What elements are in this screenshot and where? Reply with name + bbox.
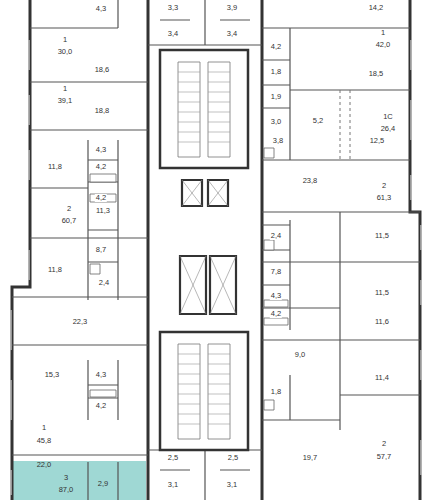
area-label: 2 bbox=[381, 182, 387, 190]
area-label: 23,8 bbox=[302, 177, 319, 185]
area-label: 2 bbox=[381, 440, 387, 448]
area-label: 3,1 bbox=[167, 481, 179, 489]
area-label: 4,3 bbox=[95, 146, 107, 154]
studio-zone-lines bbox=[340, 90, 350, 160]
area-label: 11,5 bbox=[374, 289, 390, 297]
area-label: 2,5 bbox=[227, 454, 239, 462]
area-label: 3,1 bbox=[226, 481, 238, 489]
area-label: 22,0 bbox=[36, 461, 53, 469]
stair-flights bbox=[178, 62, 230, 439]
right-partitions bbox=[262, 28, 420, 430]
area-label: 26,4 bbox=[380, 125, 397, 133]
area-label: 4,3 bbox=[95, 5, 107, 13]
area-label: 2 bbox=[66, 205, 72, 213]
area-label: 1,9 bbox=[270, 93, 282, 101]
area-label: 4,3 bbox=[270, 292, 282, 300]
left-partitions bbox=[12, 0, 148, 500]
area-label: 45,8 bbox=[36, 437, 53, 445]
area-label: 15,3 bbox=[44, 371, 61, 379]
utility-rooms bbox=[148, 0, 262, 500]
area-label: 5,2 bbox=[312, 117, 324, 125]
area-label: 1,8 bbox=[270, 388, 282, 396]
area-label: 18,8 bbox=[94, 107, 111, 115]
area-label: 22,3 bbox=[72, 318, 89, 326]
outer-walls bbox=[12, 0, 420, 500]
area-label: 30,0 bbox=[57, 48, 74, 56]
area-label: 57,7 bbox=[376, 453, 393, 461]
area-label: 4,2 bbox=[270, 43, 282, 51]
area-label: 9,0 bbox=[294, 351, 306, 359]
area-label: 7,8 bbox=[270, 268, 282, 276]
stairwells bbox=[160, 50, 248, 450]
area-label: 11,3 bbox=[95, 207, 111, 215]
area-label: 3 bbox=[63, 474, 69, 482]
stair-steps bbox=[178, 72, 230, 424]
area-label: 3,9 bbox=[226, 4, 238, 12]
area-label: 1 bbox=[380, 29, 386, 37]
sanitary-fixtures bbox=[90, 148, 288, 410]
area-label: 1 bbox=[62, 85, 68, 93]
area-label: 3,8 bbox=[272, 137, 284, 145]
area-label: 60,7 bbox=[61, 217, 78, 225]
area-label: 8,7 bbox=[95, 246, 107, 254]
area-label: 42,0 bbox=[375, 41, 392, 49]
highlighted-apartment bbox=[13, 461, 146, 500]
area-label: 1,8 bbox=[270, 68, 282, 76]
area-label: 87,0 bbox=[58, 486, 75, 494]
area-label: 2,5 bbox=[167, 454, 179, 462]
area-label: 19,7 bbox=[302, 454, 319, 462]
area-label: 2,4 bbox=[98, 279, 110, 287]
area-label: 61,3 bbox=[376, 194, 393, 202]
area-label: 11,6 bbox=[374, 318, 390, 326]
area-label: 3,3 bbox=[167, 4, 179, 12]
area-label: 4,2 bbox=[95, 402, 107, 410]
area-label: 2,9 bbox=[97, 480, 109, 488]
area-label: 39,1 bbox=[57, 97, 74, 105]
area-label: 11,5 bbox=[374, 232, 390, 240]
area-label: 4,2 bbox=[270, 310, 282, 318]
shaft-crosses bbox=[180, 180, 236, 314]
area-label: 11,4 bbox=[374, 374, 390, 382]
area-label: 1 bbox=[41, 424, 47, 432]
area-label: 3,0 bbox=[270, 118, 282, 126]
area-label: 4,2 bbox=[95, 163, 107, 171]
area-label: 2,4 bbox=[270, 232, 282, 240]
area-label: 1С bbox=[382, 113, 394, 121]
area-label: 18,5 bbox=[368, 70, 385, 78]
area-label: 11,8 bbox=[47, 266, 63, 274]
area-label: 14,2 bbox=[368, 4, 385, 12]
area-label: 3,4 bbox=[167, 30, 179, 38]
area-label: 12,5 bbox=[369, 137, 386, 145]
area-label: 1 bbox=[62, 36, 68, 44]
windows bbox=[11, 40, 421, 495]
area-label: 11,8 bbox=[47, 163, 63, 171]
area-label: 4,3 bbox=[95, 371, 107, 379]
area-label: 3,4 bbox=[226, 30, 238, 38]
area-label: 18,6 bbox=[94, 66, 111, 74]
elevator-shafts bbox=[180, 180, 236, 314]
area-label: 4,2 bbox=[95, 194, 107, 202]
